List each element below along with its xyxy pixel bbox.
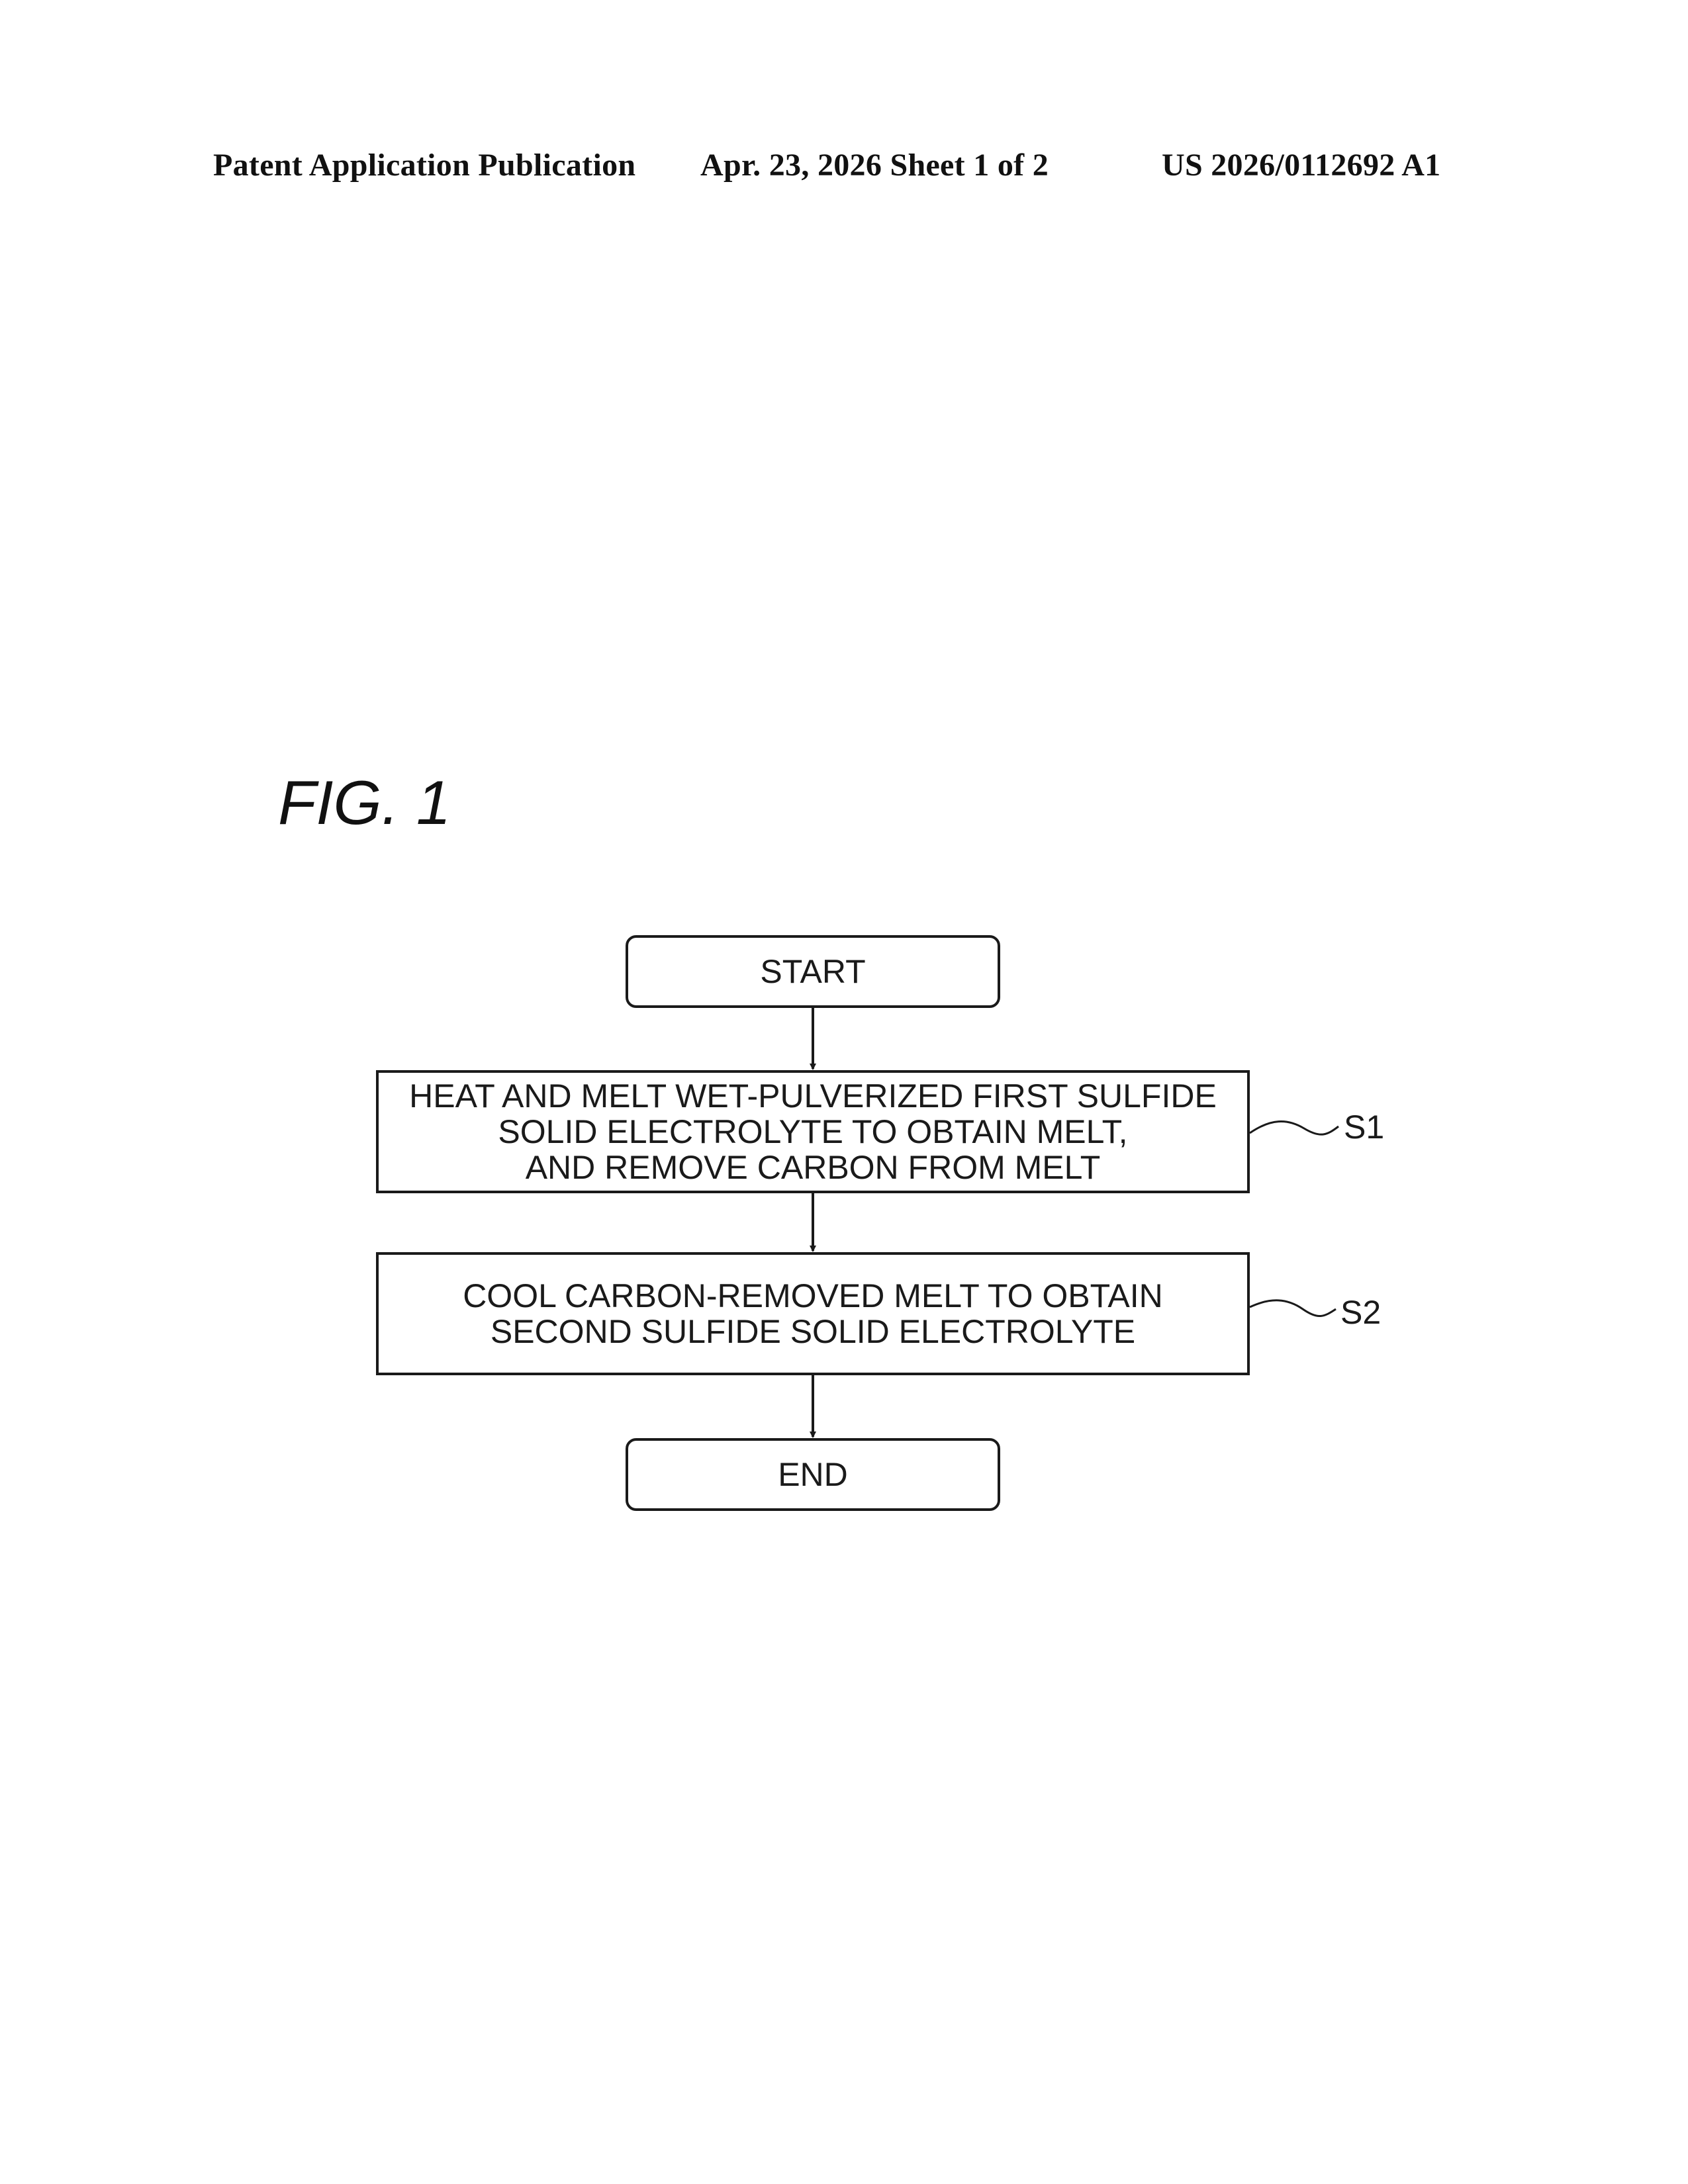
process-step-s1: HEAT AND MELT WET-PULVERIZED FIRST SULFI… <box>376 1070 1250 1193</box>
start-node: START <box>626 935 1000 1008</box>
process-step-s1-line: SOLID ELECTROLYTE TO OBTAIN MELT, <box>409 1114 1217 1150</box>
step-label-s2: S2 <box>1340 1294 1381 1331</box>
step-label-s1: S1 <box>1344 1109 1384 1146</box>
process-step-s1-line: HEAT AND MELT WET-PULVERIZED FIRST SULFI… <box>409 1078 1217 1114</box>
leader-line-s1 <box>1250 1122 1338 1135</box>
header-date-sheet: Apr. 23, 2026 Sheet 1 of 2 <box>700 147 1049 184</box>
process-step-s2-line: SECOND SULFIDE SOLID ELECTROLYTE <box>463 1314 1163 1349</box>
process-step-s1-line: AND REMOVE CARBON FROM MELT <box>409 1150 1217 1185</box>
process-step-s1-text: HEAT AND MELT WET-PULVERIZED FIRST SULFI… <box>409 1078 1217 1185</box>
end-node: END <box>626 1438 1000 1511</box>
start-node-label: START <box>760 954 865 989</box>
process-step-s2: COOL CARBON-REMOVED MELT TO OBTAIN SECON… <box>376 1252 1250 1375</box>
figure-title: FIG. 1 <box>278 766 451 839</box>
end-node-label: END <box>778 1457 848 1492</box>
header-publication-number: US 2026/0112692 A1 <box>1162 147 1440 184</box>
header-publication-type: Patent Application Publication <box>213 147 635 184</box>
process-step-s2-text: COOL CARBON-REMOVED MELT TO OBTAIN SECON… <box>463 1278 1163 1349</box>
process-step-s2-line: COOL CARBON-REMOVED MELT TO OBTAIN <box>463 1278 1163 1314</box>
leader-line-s2 <box>1250 1300 1336 1316</box>
